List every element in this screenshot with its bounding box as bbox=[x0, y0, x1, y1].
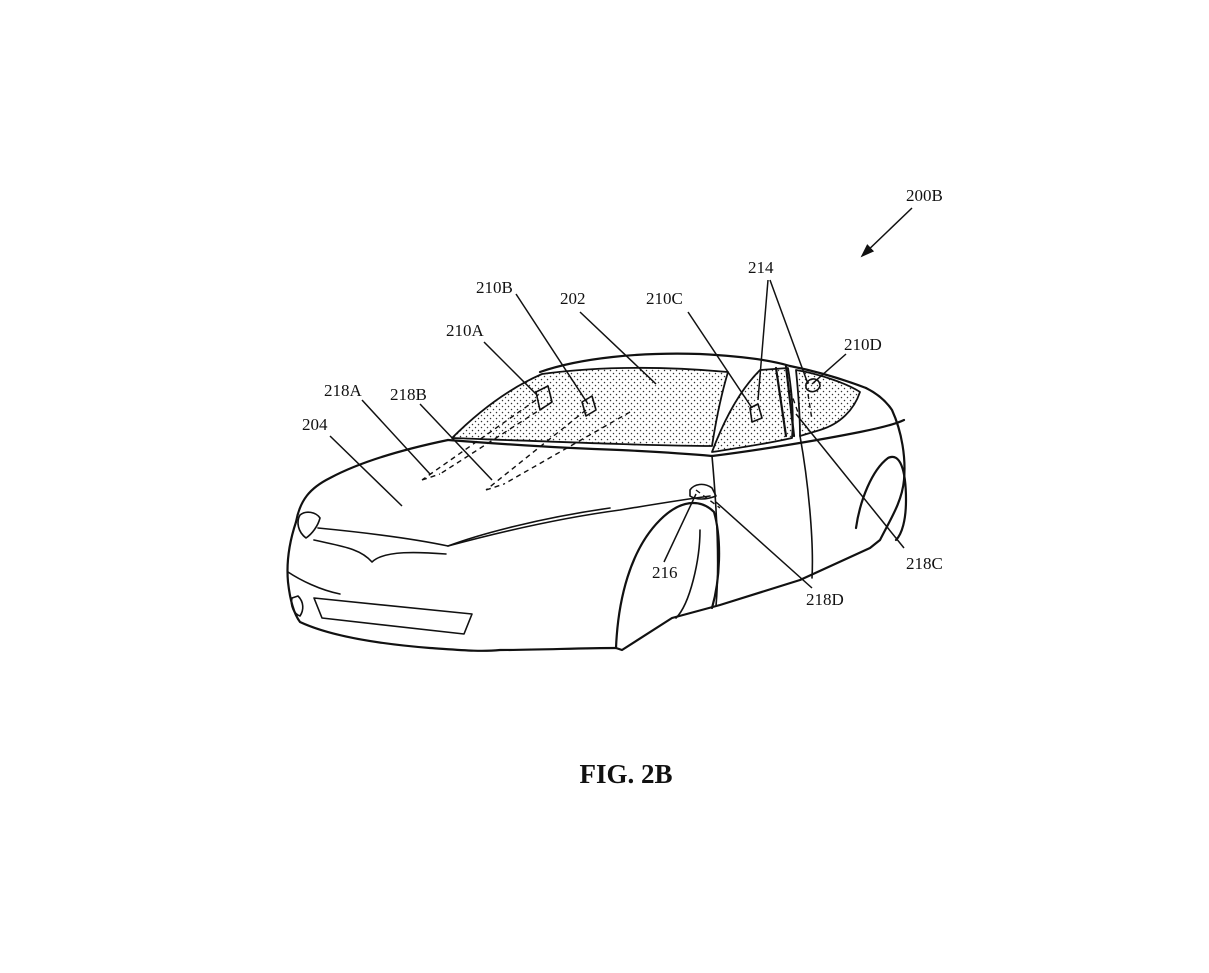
leader-204 bbox=[329, 435, 403, 507]
label-218d: 218D bbox=[806, 590, 844, 609]
leader-218d bbox=[715, 501, 813, 589]
label-218c: 218C bbox=[906, 554, 943, 573]
lower-grille bbox=[313, 597, 473, 635]
label-214: 214 bbox=[748, 258, 774, 277]
roof-line bbox=[538, 352, 792, 374]
b-pillar bbox=[774, 364, 796, 438]
label-202: 202 bbox=[560, 289, 586, 308]
hood-front-edge bbox=[294, 438, 450, 524]
leader-210d bbox=[811, 353, 847, 385]
hood-side-crease bbox=[447, 495, 711, 547]
leader-210c bbox=[687, 311, 753, 409]
label-200b: 200B bbox=[906, 186, 943, 205]
label-210b: 210B bbox=[476, 278, 513, 297]
hood-crease bbox=[317, 507, 611, 547]
leader-216 bbox=[663, 493, 697, 563]
beam-218d bbox=[695, 489, 721, 509]
front-door-line bbox=[711, 455, 719, 607]
belt-line bbox=[710, 418, 906, 458]
front-wheel-inner bbox=[675, 529, 701, 619]
car-illustration bbox=[286, 352, 908, 652]
nose-lower bbox=[287, 571, 341, 595]
projector-210c bbox=[749, 403, 763, 423]
label-210a: 210A bbox=[446, 321, 485, 340]
rear-side-window bbox=[795, 369, 861, 437]
label-216: 216 bbox=[652, 563, 678, 582]
label-204: 204 bbox=[302, 415, 328, 434]
label-210d: 210D bbox=[844, 335, 882, 354]
label-210c: 210C bbox=[646, 289, 683, 308]
leader-lines bbox=[329, 207, 913, 589]
leader-210a bbox=[483, 341, 539, 397]
rear-deck bbox=[788, 364, 868, 390]
label-218a: 218A bbox=[324, 381, 363, 400]
figure-caption: FIG. 2B bbox=[579, 759, 672, 789]
leader-218a bbox=[361, 399, 431, 475]
leader-214-left bbox=[757, 279, 769, 401]
rear-wheel-arch bbox=[854, 455, 908, 542]
beam-218a bbox=[421, 399, 553, 481]
hood-rear-edge bbox=[446, 438, 714, 458]
beam-218c bbox=[789, 389, 813, 421]
leader-218b bbox=[419, 403, 493, 481]
leader-218c bbox=[795, 413, 905, 549]
label-218b: 218B bbox=[390, 385, 427, 404]
leader-200b bbox=[860, 207, 913, 258]
leader-210b bbox=[515, 293, 589, 405]
nose-panel bbox=[313, 539, 447, 563]
front-wheel-arch bbox=[614, 501, 721, 650]
projector-210d bbox=[805, 378, 821, 393]
front-side-window bbox=[711, 367, 794, 453]
rear-door-line bbox=[799, 435, 814, 579]
leader-214-right bbox=[769, 279, 809, 385]
headlight bbox=[297, 511, 321, 539]
reference-labels: 200B 214 210B 202 210C 210A 210D 218A 21… bbox=[302, 186, 943, 609]
beam-218b bbox=[485, 409, 631, 491]
fog-light bbox=[290, 595, 304, 617]
leader-202 bbox=[579, 311, 657, 385]
